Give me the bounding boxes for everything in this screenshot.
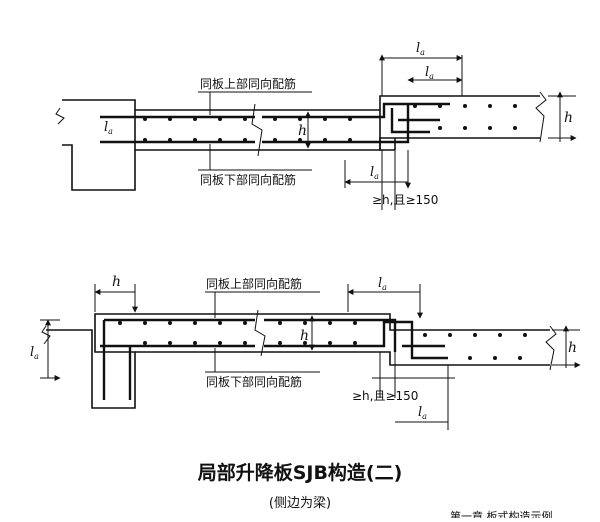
top-break-mid bbox=[251, 103, 263, 157]
bottom-beam-outline bbox=[46, 313, 550, 409]
bottom-h-right-text: h bbox=[568, 340, 577, 356]
top-rebar-hook bbox=[390, 108, 440, 134]
top-break-left bbox=[55, 107, 65, 125]
bottom-break-mid bbox=[254, 309, 266, 357]
bottom-lower-leader bbox=[205, 348, 320, 373]
top-h-mid-text: h bbox=[298, 123, 307, 139]
bottom-upper-leader bbox=[205, 291, 320, 318]
top-slab-step bbox=[379, 110, 395, 151]
top-dim-la-below bbox=[345, 150, 408, 188]
bottom-h-top-text: h bbox=[112, 274, 121, 290]
top-rebar-dots bbox=[143, 104, 517, 142]
bottom-upper-rebar-label: 同板上部同向配筋 bbox=[206, 276, 302, 291]
top-rebar-upper bbox=[100, 102, 450, 119]
bottom-la-top-text: la bbox=[378, 276, 387, 292]
top-beam-outline bbox=[62, 99, 136, 191]
top-condition-text: ≥h,且≥150 bbox=[372, 193, 438, 207]
top-detail: 同板上部同向配筋 同板下部同向配筋 la la la h h la ≥h,且≥1… bbox=[55, 41, 576, 210]
bottom-la-left-dim bbox=[40, 320, 60, 378]
bottom-h-mid-text: h bbox=[300, 328, 309, 344]
bottom-break-left bbox=[41, 325, 51, 345]
bottom-rebar-dots bbox=[118, 321, 527, 360]
bottom-lower-rebar-label: 同板下部同向配筋 bbox=[206, 374, 302, 389]
top-h-right-dim bbox=[548, 92, 576, 142]
bottom-detail: 同板上部同向配筋 同板下部同向配筋 h la la h h ≥h,且≥150 l… bbox=[30, 274, 580, 430]
diagram-title: 局部升降板SJB构造(二) bbox=[197, 462, 403, 484]
top-lower-leader bbox=[198, 144, 312, 171]
bottom-h-top-dim bbox=[95, 284, 135, 312]
top-dim-la-1 bbox=[382, 55, 462, 96]
bottom-la-top-dim bbox=[348, 284, 420, 318]
top-dim-la-1-text: la bbox=[416, 41, 425, 57]
bottom-h-right-dim bbox=[552, 326, 580, 368]
top-dim-la-2-text: la bbox=[425, 65, 434, 81]
top-break-right bbox=[535, 91, 547, 143]
bottom-condition-text: ≥h,且≥150 bbox=[352, 389, 418, 403]
top-lower-rebar-label: 同板下部同向配筋 bbox=[200, 172, 296, 187]
bottom-slab-lower bbox=[135, 351, 550, 366]
top-la-left-text: la bbox=[104, 120, 113, 136]
bottom-la-left-text: la bbox=[30, 345, 39, 361]
top-upper-leader bbox=[198, 91, 312, 115]
diagram-subtitle: (侧边为梁) bbox=[268, 496, 332, 511]
bottom-break-right bbox=[545, 325, 557, 371]
bottom-cond-dim bbox=[372, 352, 455, 430]
top-h-right-text: h bbox=[564, 110, 573, 126]
top-cond-dim bbox=[381, 150, 396, 210]
top-la-below-text: la bbox=[370, 165, 379, 181]
top-upper-rebar-label: 同板上部同向配筋 bbox=[200, 76, 296, 91]
bottom-la-below-text: la bbox=[418, 405, 427, 421]
bottom-rebar-vertical bbox=[102, 320, 445, 400]
